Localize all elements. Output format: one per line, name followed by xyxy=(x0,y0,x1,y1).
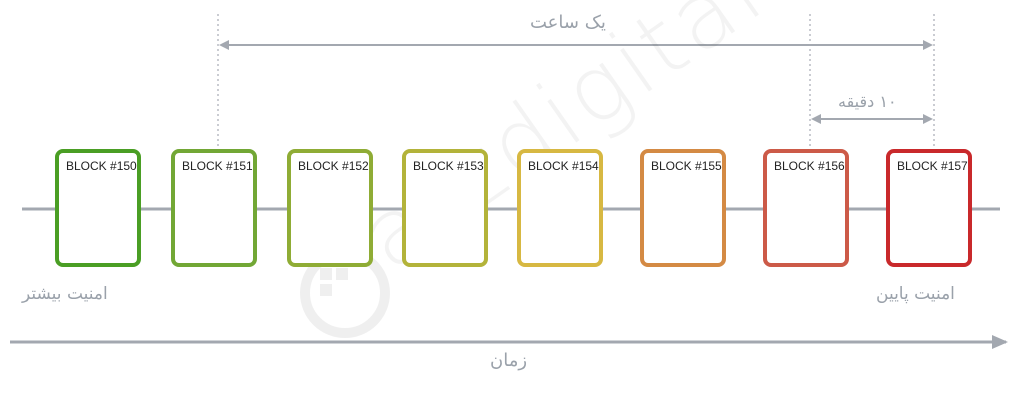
block-152: BLOCK #152 xyxy=(287,149,373,267)
block-label: BLOCK #152 xyxy=(298,159,369,173)
block-label: BLOCK #156 xyxy=(774,159,845,173)
block-157: BLOCK #157 xyxy=(886,149,972,267)
block-label: BLOCK #151 xyxy=(182,159,253,173)
one-hour-label: یک ساعت xyxy=(530,12,606,33)
block-154: BLOCK #154 xyxy=(517,149,603,267)
more-security-label: امنیت بیشتر xyxy=(22,284,108,304)
block-151: BLOCK #151 xyxy=(171,149,257,267)
block-150: BLOCK #150 xyxy=(55,149,141,267)
ten-minutes-label: ۱۰ دقیقه xyxy=(838,92,897,111)
block-label: BLOCK #154 xyxy=(528,159,599,173)
block-153: BLOCK #153 xyxy=(402,149,488,267)
block-label: BLOCK #153 xyxy=(413,159,484,173)
block-155: BLOCK #155 xyxy=(640,149,726,267)
block-label: BLOCK #150 xyxy=(66,159,137,173)
block-label: BLOCK #155 xyxy=(651,159,722,173)
block-label: BLOCK #157 xyxy=(897,159,968,173)
time-axis-label: زمان xyxy=(490,350,528,371)
block-156: BLOCK #156 xyxy=(763,149,849,267)
less-security-label: امنیت پایین xyxy=(876,284,955,304)
